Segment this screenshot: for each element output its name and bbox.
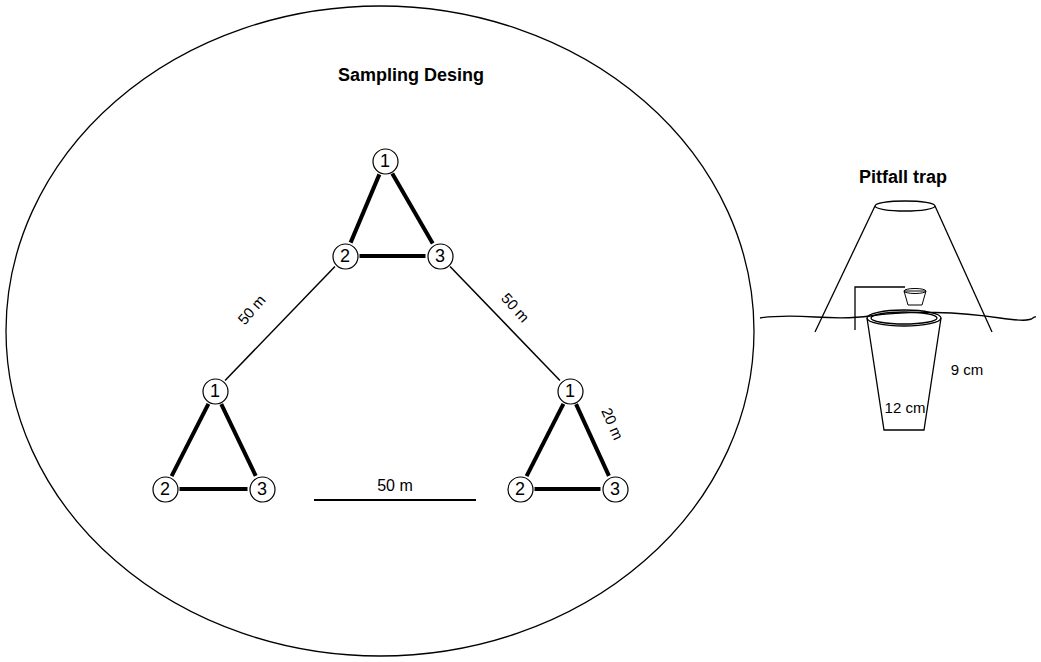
diagram-title: Sampling Desing <box>338 66 484 86</box>
transect-line <box>392 174 432 244</box>
point-number: 2 <box>340 247 350 265</box>
sampling-point: 1 <box>372 148 399 175</box>
site-outline <box>6 6 754 656</box>
sampling-point: 3 <box>427 243 454 270</box>
sampling-point: 3 <box>249 476 276 503</box>
transect-line <box>527 404 564 476</box>
point-number: 1 <box>380 152 390 170</box>
sampling-point: 2 <box>507 476 534 503</box>
transect-line <box>535 487 601 491</box>
transect-line <box>172 404 209 476</box>
sampling-point: 1 <box>202 378 229 405</box>
distance-label: 50 m <box>496 289 533 328</box>
scale-bar <box>314 499 476 501</box>
distance-label: 20 m <box>597 404 627 445</box>
distance-line <box>225 266 335 380</box>
pitfall-trap <box>760 201 1036 430</box>
transect-line <box>221 404 255 476</box>
point-number: 3 <box>435 247 445 265</box>
point-number: 2 <box>515 480 525 498</box>
point-number: 1 <box>210 382 220 400</box>
point-number: 1 <box>565 382 575 400</box>
sampling-point: 2 <box>332 243 359 270</box>
point-number: 2 <box>160 480 170 498</box>
point-number: 3 <box>257 480 267 498</box>
sampling-point: 3 <box>602 476 629 503</box>
transect-line <box>180 487 248 491</box>
transect-line <box>360 254 426 258</box>
dimension: 12 cm <box>885 400 926 417</box>
distance-label: 50 m <box>234 290 271 329</box>
point-number: 3 <box>610 480 620 498</box>
sampling-point: 1 <box>557 378 584 405</box>
distance-line <box>450 266 560 380</box>
sampling-point: 2 <box>152 476 179 503</box>
panel-title: Pitfall trap <box>859 168 947 188</box>
dimension: 9 cm <box>951 362 984 379</box>
transect-line <box>351 174 380 242</box>
scale-label: 50 m <box>377 477 413 495</box>
